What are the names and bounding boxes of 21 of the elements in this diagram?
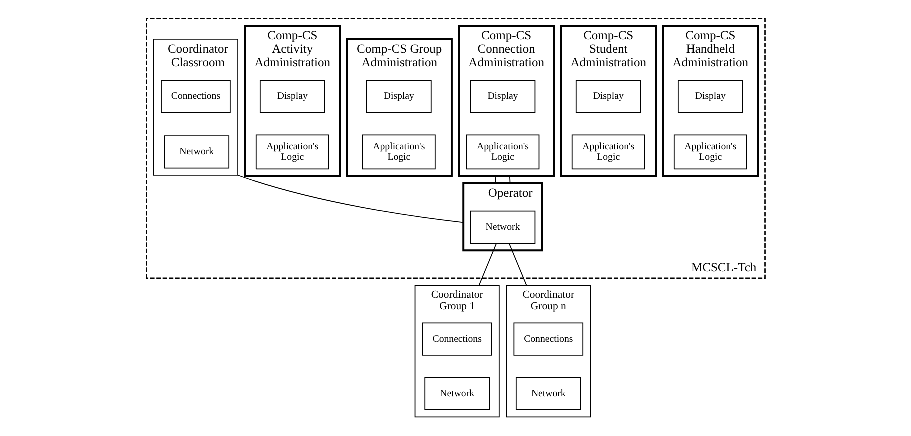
node-box: Application's Logic	[673, 134, 747, 170]
connector	[508, 243, 527, 286]
node-box: Application's Logic	[571, 134, 645, 170]
node-box: Display	[677, 80, 743, 114]
connector	[478, 243, 497, 286]
node-box: Connections	[513, 322, 584, 356]
node-box: Display	[259, 80, 325, 114]
node-box: Application's Logic	[362, 134, 436, 170]
node-box: Display	[366, 80, 432, 114]
node-box: Application's Logic	[255, 134, 329, 170]
connector	[237, 174, 464, 224]
node-box: Network	[515, 377, 581, 410]
node-box: Display	[575, 80, 641, 114]
node-box: Connections	[160, 80, 230, 114]
node-box: Display	[470, 80, 536, 114]
node-box: Network	[424, 377, 490, 410]
connector	[508, 176, 510, 184]
node-box: Network	[470, 210, 536, 244]
node-box: Network	[164, 136, 230, 169]
node-box: Connections	[422, 322, 492, 356]
node-box: Application's Logic	[466, 134, 540, 170]
